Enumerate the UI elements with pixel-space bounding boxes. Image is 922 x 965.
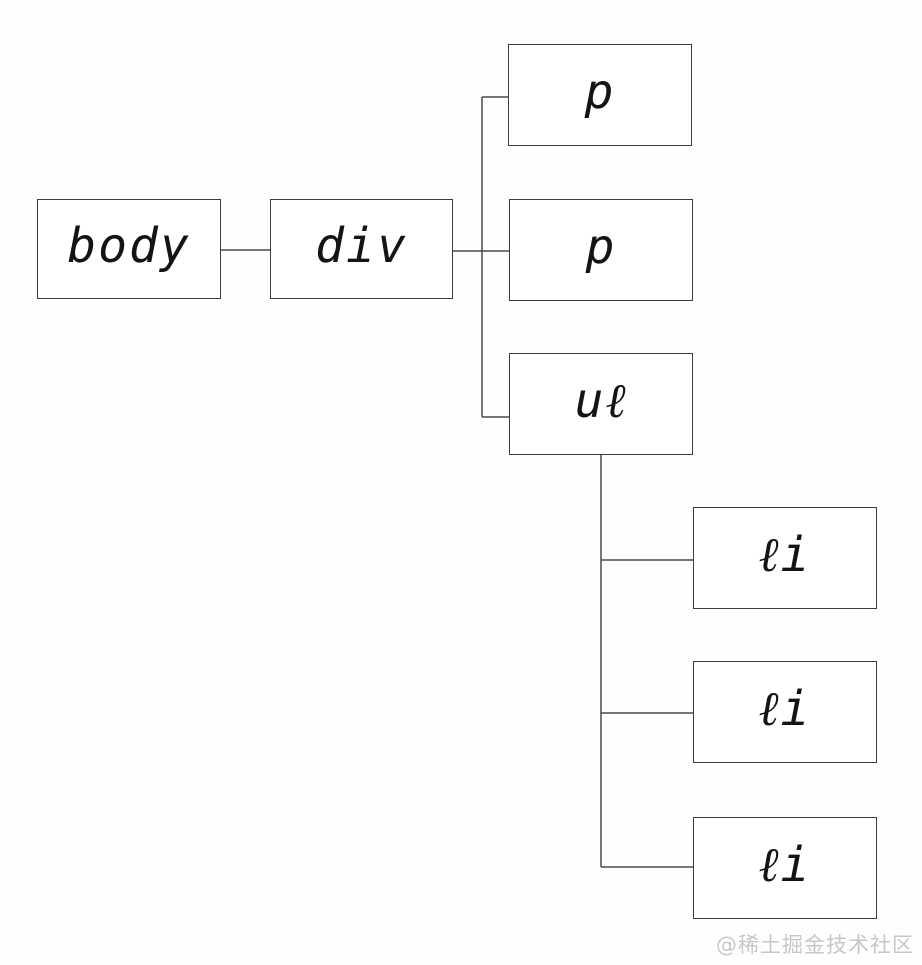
node-li-first: ℓi	[693, 507, 877, 609]
node-body: body	[37, 199, 221, 299]
node-li-third: ℓi	[693, 817, 877, 919]
watermark: @稀土掘金技术社区	[716, 933, 914, 957]
node-ul: uℓ	[509, 353, 693, 455]
node-p-second: p	[509, 199, 693, 301]
node-div: div	[270, 199, 453, 299]
node-li-second: ℓi	[693, 661, 877, 763]
node-p-first: p	[508, 44, 692, 146]
